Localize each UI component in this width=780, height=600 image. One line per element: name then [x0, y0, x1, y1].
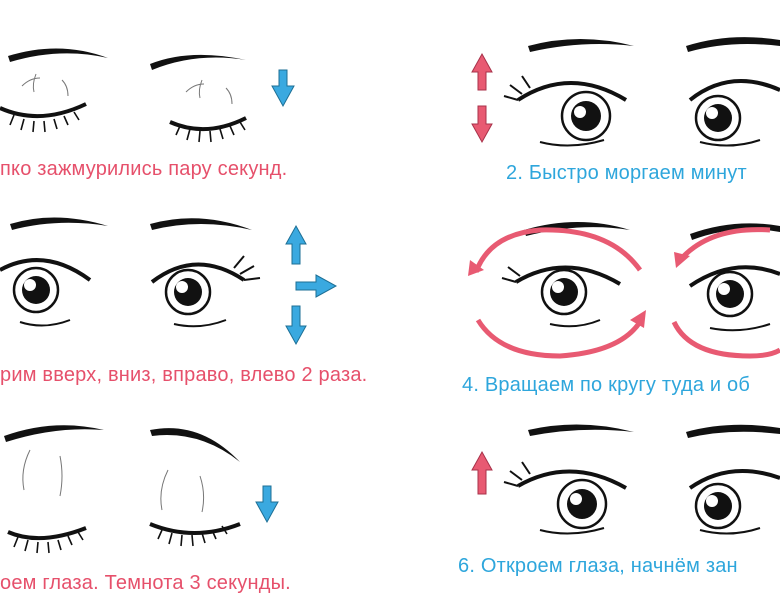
up-pink-icon: [471, 450, 493, 495]
step-6-panel: 6. Откроем глаза, начнём зан: [390, 400, 780, 600]
open-eyes-illustration: [471, 37, 780, 147]
step-4-panel: 4. Вращаем по кругу туда и об: [390, 200, 780, 400]
step-3-caption: рим вверх, вниз, вправо, влево 2 раза.: [0, 364, 368, 386]
closed-tight-eyes-illustration: [0, 48, 295, 143]
step-3-panel: рим вверх, вниз, вправо, влево 2 раза.: [0, 200, 390, 400]
open-eyes-illustration: [471, 424, 780, 535]
step-1-panel: пко зажмурились пару секунд.: [0, 0, 390, 200]
step-1-caption: пко зажмурились пару секунд.: [0, 158, 288, 180]
open-side-eyes-illustration: [0, 217, 338, 346]
closed-relaxed-eyes-illustration: [4, 425, 279, 554]
step-4-caption: 4. Вращаем по кругу туда и об: [462, 374, 751, 396]
up-pink-icon: [471, 52, 493, 91]
step-5-caption: оем глаза. Темнота 3 секунды.: [0, 572, 291, 594]
down-blue-icon: [285, 305, 307, 346]
right-blue-icon: [295, 274, 338, 298]
step-6-caption: 6. Откроем глаза, начнём зан: [458, 555, 738, 577]
up-blue-icon: [285, 224, 307, 265]
down-blue-icon: [271, 69, 295, 108]
down-blue-icon: [255, 485, 279, 524]
down-pink-icon: [471, 105, 493, 144]
step-2-caption: 2. Быстро моргаем минут: [506, 162, 747, 184]
step-5-panel: оем глаза. Темнота 3 секунды.: [0, 400, 390, 600]
step-2-panel: 2. Быстро моргаем минут: [390, 0, 780, 200]
circular-pink-icon: [473, 227, 780, 359]
open-rotate-eyes-illustration: [468, 222, 780, 359]
